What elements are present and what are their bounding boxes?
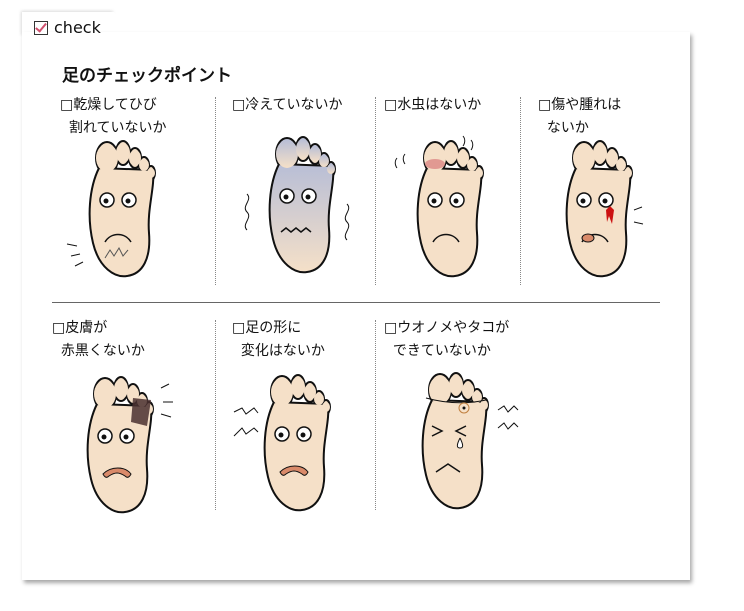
check-item-shape: □足の形に 変化はないか [232, 320, 325, 359]
divider [375, 320, 376, 510]
divider [375, 97, 376, 285]
checkbox-checked-icon [34, 20, 48, 35]
athletes-foot-foot-illustration [394, 135, 484, 278]
check-item-corns: □ウオノメやタコが できていないか [384, 320, 510, 359]
cold-foot-illustration [244, 136, 350, 274]
tab-label: check [34, 18, 101, 37]
divider [520, 97, 521, 285]
deformed-foot-illustration [233, 374, 331, 512]
corn-foot-illustration [421, 372, 519, 510]
check-item-dryness: □乾燥してひび 割れていないか [60, 97, 167, 136]
divider [215, 320, 216, 510]
check-item-wounds: □傷や腫れは ないか [538, 97, 622, 136]
dry-cracked-foot-illustration [66, 140, 156, 278]
discolored-foot-illustration [86, 376, 173, 514]
wounded-foot-illustration [565, 140, 644, 278]
page-title: 足のチェックポイント [62, 66, 232, 86]
check-item-athletes-foot: □水虫はないか [384, 97, 482, 113]
tab-text: check [54, 18, 101, 37]
divider [215, 97, 216, 285]
row-divider [52, 302, 660, 303]
check-item-cold: □冷えていないか [232, 97, 343, 113]
check-item-skin-color: □皮膚が 赤黒くないか [52, 320, 145, 359]
